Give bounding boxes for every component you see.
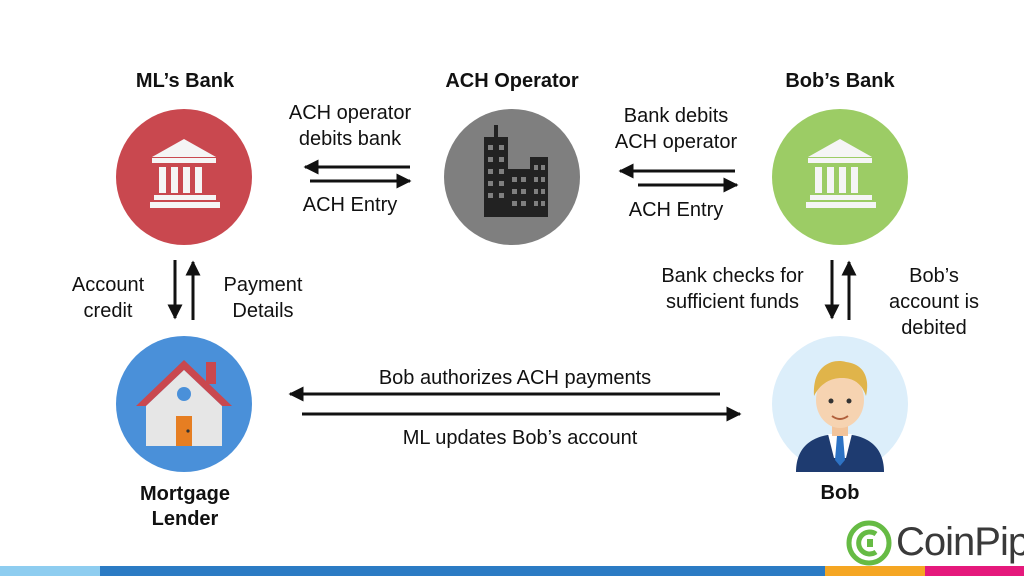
ml-bank-title: ML’s Bank (135, 70, 235, 92)
label-ach-debits-bank-line2: debits bank (298, 128, 402, 150)
footer-bar-orange (825, 566, 925, 576)
label-bobs-account-debited-line1: Bob’s (909, 265, 959, 287)
label-ach-entry-left: ACH Entry (302, 194, 398, 216)
ml-bank-node (116, 109, 252, 245)
coinpip-logo-icon (846, 520, 892, 566)
mortgage-lender-title-line2: Lender (151, 508, 219, 530)
ach-operator-title: ACH Operator (445, 70, 579, 92)
label-bank-checks-funds: Bank checks for sufficient funds (640, 263, 825, 315)
label-bank-debits-ach-line1: Bank debits (623, 105, 729, 127)
label-payment-details-line2: Details (232, 300, 294, 322)
coinpip-logo: CoinPip (846, 520, 1024, 566)
label-ach-entry-right: ACH Entry (628, 199, 724, 221)
label-account-credit: Account credit (58, 272, 158, 324)
buildings-icon (484, 125, 548, 217)
label-payment-details: Payment Details (208, 272, 318, 324)
mortgage-lender-title-line1: Mortgage (140, 483, 230, 505)
bob-node (772, 336, 908, 472)
label-bobs-account-debited-line2: account is (888, 291, 980, 313)
bob-bank-title: Bob’s Bank (785, 70, 895, 92)
bank-icon (150, 139, 220, 208)
label-ach-debits-bank: ACH operator debits bank (270, 100, 430, 152)
coinpip-logo-text: CoinPip (896, 520, 1024, 564)
bob-bank-node (772, 109, 908, 245)
mortgage-lender-node (116, 336, 252, 472)
mortgage-lender-title: Mortgage Lender (95, 482, 275, 532)
footer-bar-blue (100, 566, 825, 576)
house-icon (136, 360, 232, 446)
label-account-credit-line1: Account (71, 274, 145, 296)
label-bobs-account-debited: Bob’s account is debited (870, 263, 998, 341)
label-ml-updates: ML updates Bob’s account (402, 427, 638, 449)
label-bank-debits-ach-line2: ACH operator (614, 131, 738, 153)
bob-title: Bob (820, 482, 860, 504)
label-bobs-account-debited-line3: debited (901, 317, 967, 339)
label-bank-checks-funds-line2: sufficient funds (665, 291, 800, 313)
label-account-credit-line2: credit (83, 300, 133, 322)
label-bob-authorizes: Bob authorizes ACH payments (378, 367, 652, 389)
label-bank-debits-ach: Bank debits ACH operator (596, 103, 756, 155)
label-bank-checks-funds-line1: Bank checks for (661, 265, 804, 287)
label-payment-details-line1: Payment (223, 274, 303, 296)
label-ach-debits-bank-line1: ACH operator (288, 102, 412, 124)
person-avatar-icon (796, 361, 884, 472)
footer-bar-light-blue (0, 566, 100, 576)
ach-operator-node (444, 109, 580, 245)
bank-icon (806, 139, 876, 208)
footer-bar-pink (925, 566, 1024, 576)
